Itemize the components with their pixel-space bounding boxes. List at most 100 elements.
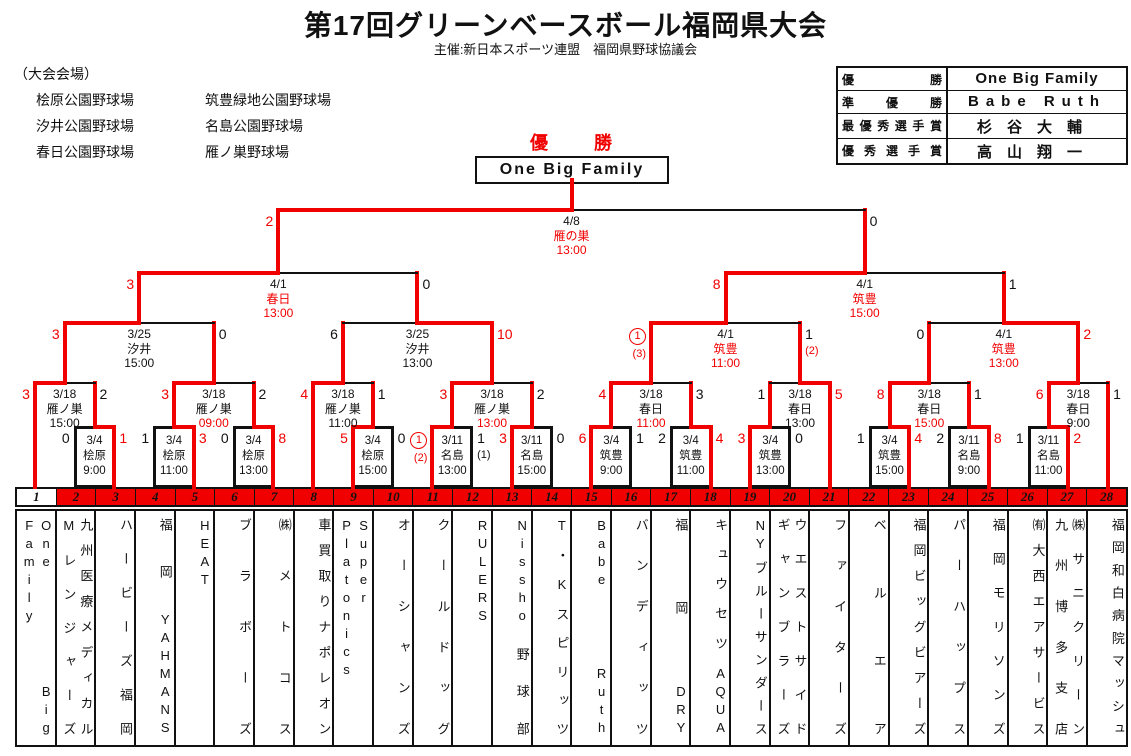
- match-venue: 雁ノ巣: [324, 401, 361, 416]
- bracket-line: [798, 321, 803, 385]
- match-score: 0: [218, 326, 227, 342]
- match-time: 9:00: [957, 465, 981, 477]
- bracket-line: [862, 208, 867, 275]
- venue-item: 桧原公園野球場: [36, 92, 134, 108]
- match-time: 09:00: [198, 416, 229, 430]
- match-date: 3/4: [245, 435, 262, 447]
- match-score: 0: [869, 213, 878, 229]
- team-name: ベルエア: [848, 509, 890, 747]
- team-name: ファイターズ: [808, 509, 851, 747]
- bracket-line: [276, 208, 281, 275]
- result-value: 高山翔一: [976, 144, 1097, 161]
- results-row-bestplayer: 優秀選手賞 高山翔一: [838, 138, 1126, 163]
- bracket-line: [1077, 382, 1110, 384]
- match-score: 3: [51, 326, 60, 342]
- match-score: 1: [636, 430, 644, 446]
- match-score: 1: [1008, 276, 1017, 292]
- result-label: 準優勝: [838, 91, 948, 113]
- bracket-line: [1076, 321, 1081, 385]
- match-score: 1: [119, 430, 128, 446]
- match-venue: 桧原: [162, 450, 186, 462]
- match-date: 3/4: [364, 435, 381, 447]
- bracket-line: [350, 425, 375, 429]
- bracket-line: [827, 381, 832, 489]
- match-date: 3/18: [331, 387, 355, 401]
- match-date: 4/1: [270, 277, 287, 291]
- team-name: 福岡モリソンズ: [967, 509, 1009, 747]
- venues-heading: （大会会場）: [14, 66, 98, 82]
- match-score: 3: [499, 430, 507, 446]
- bracket-line: [609, 381, 614, 429]
- match-score: 0: [422, 276, 431, 292]
- venue-item: 名島公園野球場: [205, 118, 303, 134]
- bracket-line: [1027, 426, 1030, 488]
- bracket-line: [723, 271, 867, 275]
- match-time: 15:00: [124, 356, 155, 370]
- team-number: 23: [888, 489, 928, 505]
- bracket-line: [172, 381, 176, 429]
- match-venue: 筑豊: [679, 450, 703, 462]
- team-name: Nissho野球部: [491, 509, 533, 747]
- match-score: 1: [856, 430, 865, 446]
- bracket-line: [887, 381, 892, 429]
- team-number: 28: [1086, 489, 1126, 505]
- bracket-line: [967, 381, 971, 429]
- team-number: 9: [333, 489, 373, 505]
- bracket-line: [450, 381, 494, 385]
- team-name: パーハップス: [927, 509, 970, 747]
- team-name: Super Platonics: [332, 509, 375, 747]
- match-score: 1: [1015, 430, 1024, 446]
- bracket-line: [370, 381, 375, 429]
- match-time: 11:00: [1034, 465, 1063, 477]
- match-score: 0: [220, 430, 229, 446]
- bracket-line: [92, 381, 97, 429]
- match-venue: 名島: [1037, 450, 1060, 462]
- bracket-line: [232, 426, 255, 428]
- bracket-line: [471, 426, 474, 488]
- bracket-line: [569, 178, 574, 212]
- match-venue: 桧原: [242, 450, 265, 462]
- venue-item: 筑豊緑地公園野球場: [205, 92, 331, 108]
- team-name: ㈱メトコス: [253, 509, 295, 747]
- match-venue: 雁ノ巣: [46, 401, 83, 416]
- match-venue: 筑豊: [852, 291, 877, 306]
- bracket-line: [153, 426, 175, 428]
- result-label: 優秀選手賞: [838, 139, 948, 163]
- team-number: 6: [214, 489, 254, 505]
- team-name: クールドッグ: [411, 509, 454, 747]
- match-time: 13:00: [785, 416, 816, 430]
- match-score: 8: [278, 430, 287, 446]
- bracket-line: [570, 209, 866, 211]
- match-score: 1(1): [477, 430, 491, 462]
- match-venue: 筑豊: [599, 450, 623, 462]
- team-number: 19: [729, 489, 770, 505]
- match-time: 15:00: [517, 465, 547, 477]
- match-time: 13:00: [476, 416, 508, 430]
- bracket-line: [724, 322, 802, 324]
- bracket-line: [232, 426, 235, 488]
- bracket-line: [650, 382, 692, 384]
- team-number: 1: [17, 489, 56, 505]
- organizer-subtitle: 主催:新日本スポーツ連盟 福岡県野球協議会: [433, 42, 698, 57]
- match-time: 15:00: [849, 306, 880, 320]
- team-number: 12: [452, 489, 492, 505]
- bracket-line: [211, 321, 216, 385]
- venue-item: 春日公園野球場: [36, 144, 134, 160]
- bracket-line: [73, 426, 76, 488]
- team-number: 21: [808, 489, 849, 505]
- match-time: 9:00: [600, 465, 623, 477]
- team-name: ㈲大西エアサービス: [1006, 509, 1049, 747]
- result-label: 優勝: [838, 68, 948, 90]
- match-date: 3/4: [166, 435, 182, 447]
- match-time: 15:00: [914, 416, 945, 430]
- bracket-line: [1001, 321, 1081, 325]
- bracket-line: [769, 382, 802, 384]
- match-score: 6: [330, 326, 338, 342]
- team-number: 15: [570, 489, 611, 505]
- match-score: 4: [715, 430, 724, 446]
